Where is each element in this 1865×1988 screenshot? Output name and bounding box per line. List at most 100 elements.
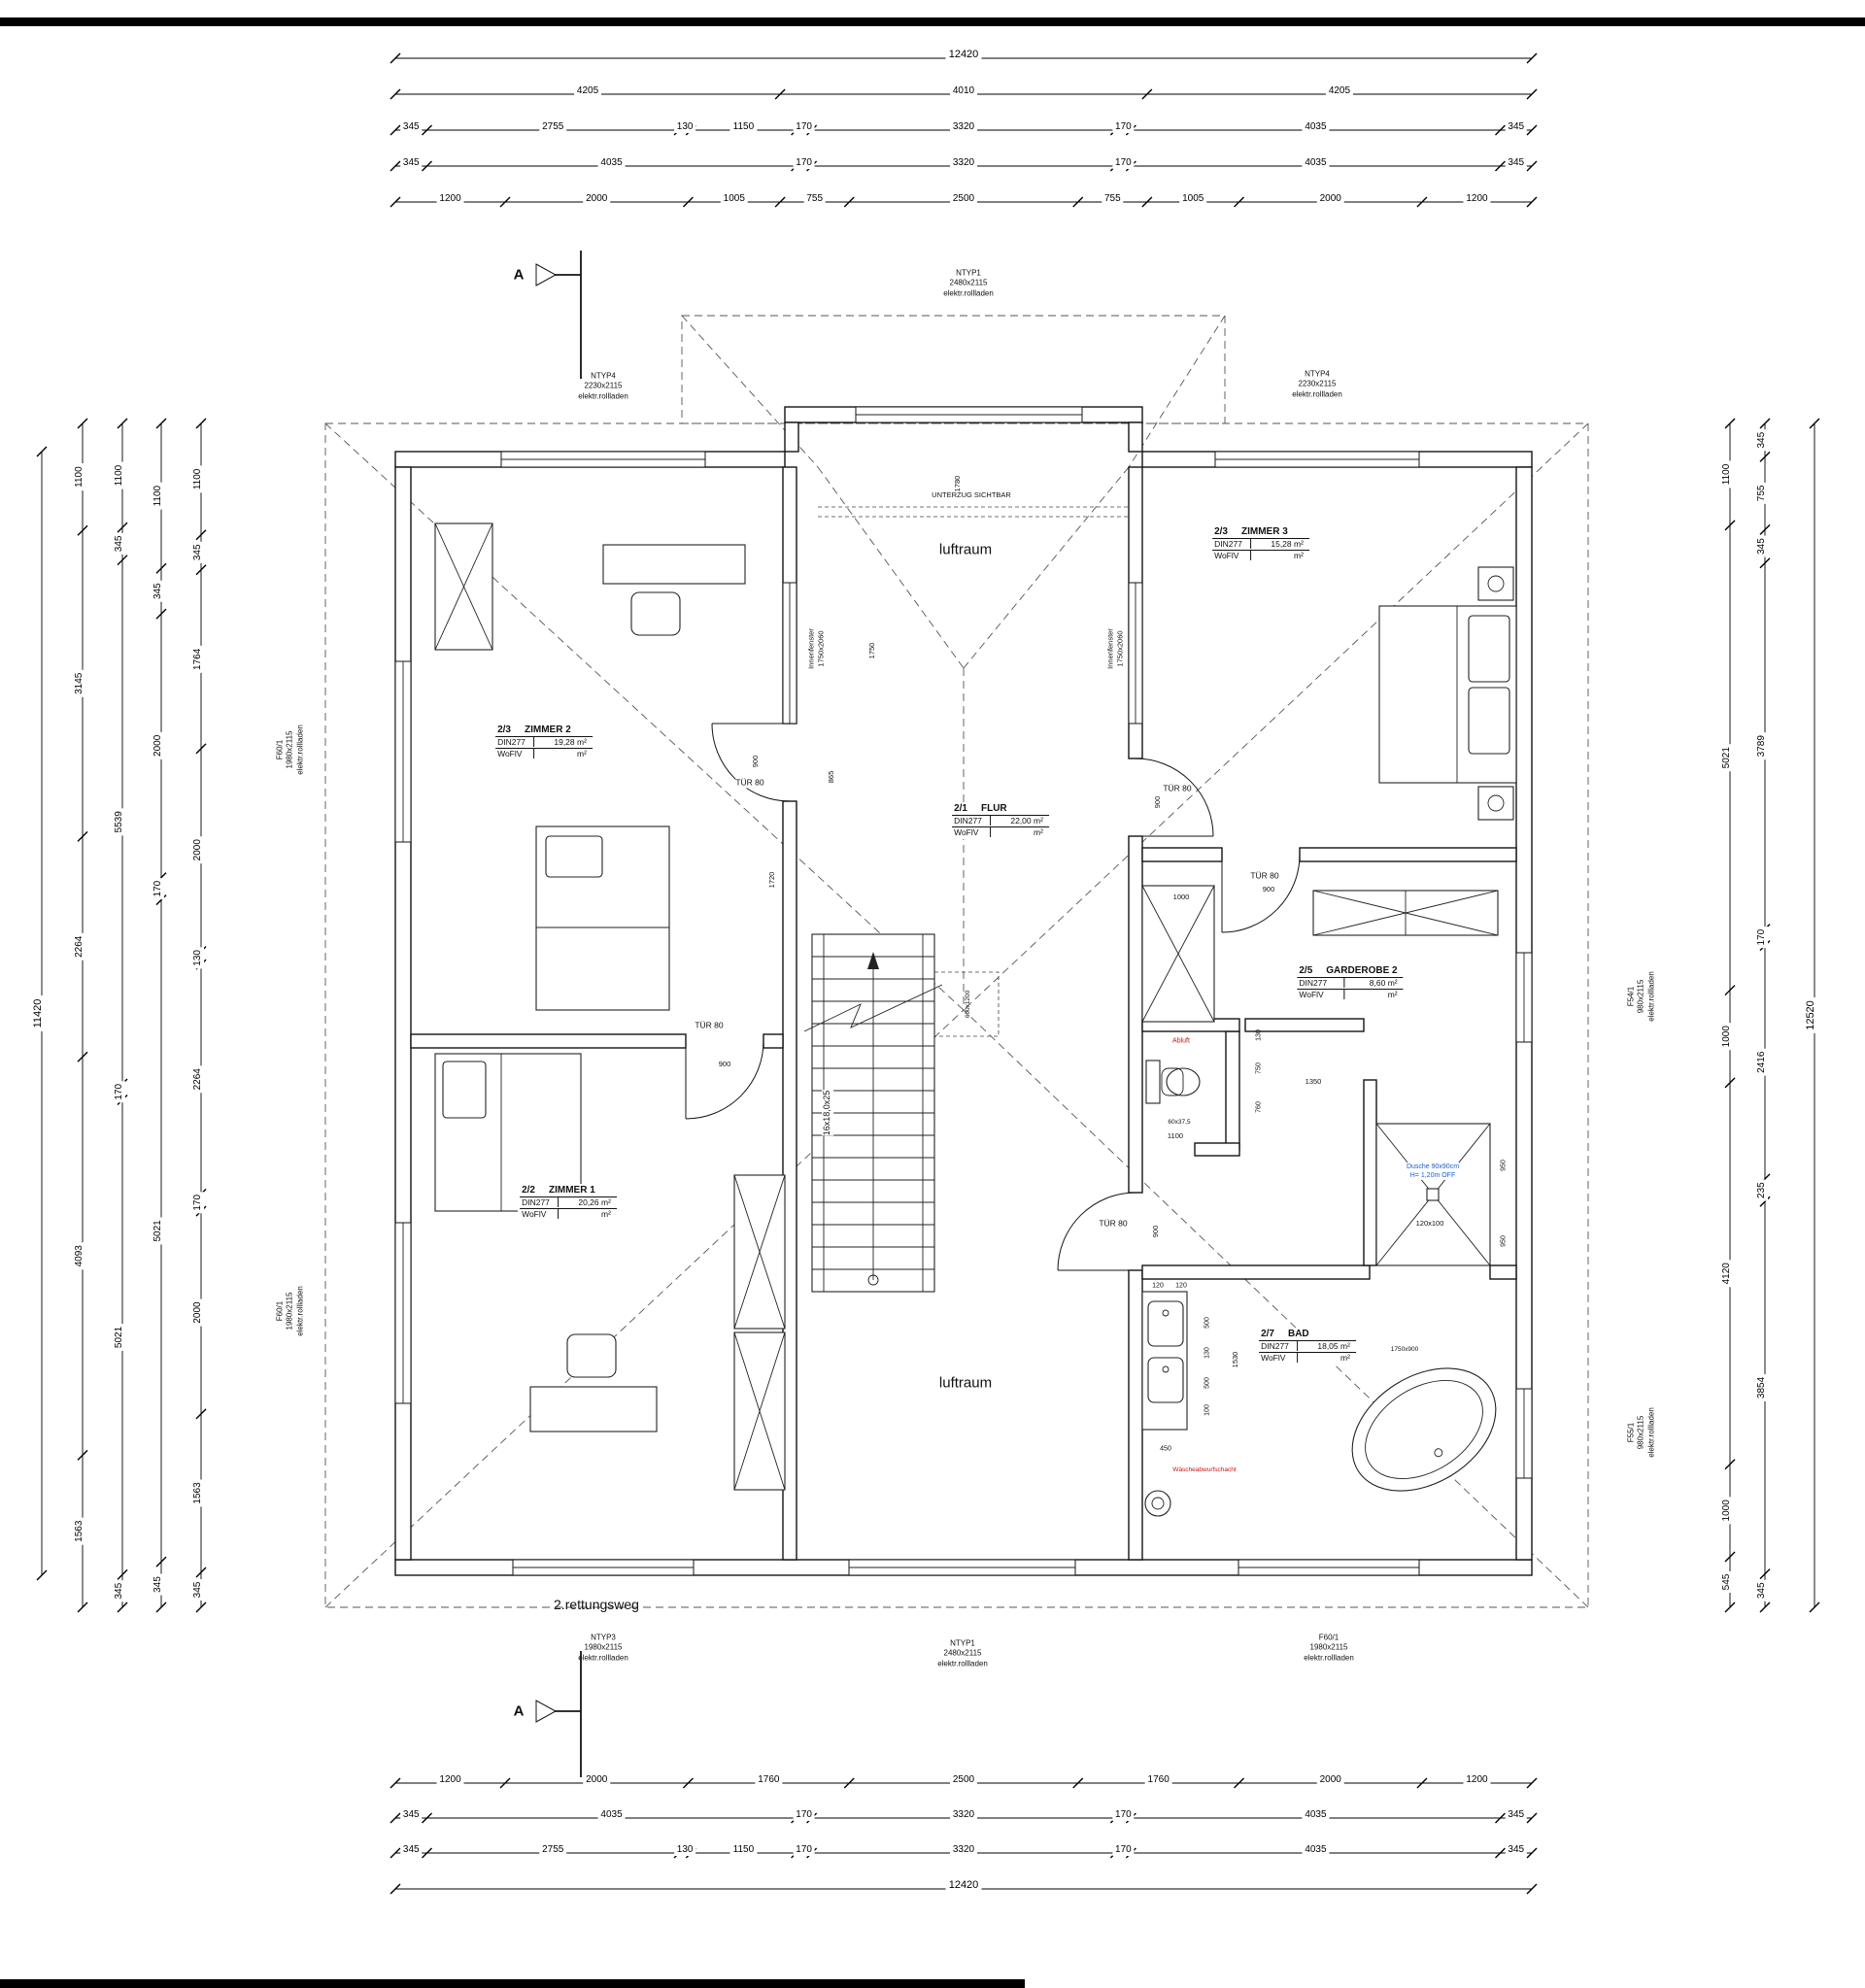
svg-text:1563: 1563 bbox=[192, 1482, 203, 1504]
svg-text:345: 345 bbox=[1508, 1844, 1524, 1855]
svg-text:4035: 4035 bbox=[600, 157, 623, 168]
wall-garderobe-a bbox=[1141, 847, 1223, 862]
svg-text:4035: 4035 bbox=[1305, 157, 1327, 168]
svg-text:170: 170 bbox=[796, 121, 812, 132]
fixtures bbox=[1141, 1060, 1497, 1517]
windows bbox=[394, 406, 1533, 1576]
svg-text:345: 345 bbox=[1756, 1582, 1767, 1599]
svg-text:4035: 4035 bbox=[600, 1809, 623, 1820]
ceiling-flap bbox=[933, 971, 1000, 1037]
svg-text:4010: 4010 bbox=[953, 85, 975, 96]
desk-zimmer2 bbox=[602, 544, 746, 636]
svg-text:2264: 2264 bbox=[74, 935, 85, 958]
svg-text:1150: 1150 bbox=[733, 121, 755, 132]
svg-text:3320: 3320 bbox=[953, 157, 975, 168]
svg-text:1200: 1200 bbox=[439, 193, 461, 204]
wall-interior-right-c bbox=[1128, 1269, 1143, 1561]
svg-text:345: 345 bbox=[1508, 1809, 1524, 1820]
svg-text:5021: 5021 bbox=[114, 1326, 124, 1348]
svg-text:4035: 4035 bbox=[1305, 1844, 1327, 1855]
toilet-icon bbox=[1145, 1060, 1201, 1104]
stairs-break-line bbox=[803, 984, 943, 1032]
wall-zimmer1-2-a bbox=[410, 1033, 687, 1049]
svg-text:2500: 2500 bbox=[953, 193, 975, 204]
svg-text:170: 170 bbox=[796, 157, 812, 168]
svg-text:345: 345 bbox=[1508, 157, 1524, 168]
door-arc-bad bbox=[1057, 1192, 1136, 1271]
wall-bad-b bbox=[1489, 1264, 1517, 1280]
svg-text:170: 170 bbox=[796, 1844, 812, 1855]
svg-text:2000: 2000 bbox=[1320, 1774, 1342, 1785]
svg-text:12420: 12420 bbox=[949, 49, 979, 60]
svg-text:130: 130 bbox=[677, 1844, 694, 1855]
svg-text:345: 345 bbox=[153, 1576, 163, 1593]
dim-chain-top-2: 4205 4010 4205 bbox=[390, 85, 1538, 100]
svg-text:345: 345 bbox=[1756, 538, 1767, 555]
svg-text:3789: 3789 bbox=[1756, 735, 1767, 758]
svg-text:2416: 2416 bbox=[1756, 1051, 1767, 1073]
svg-text:1563: 1563 bbox=[74, 1520, 85, 1542]
svg-text:3320: 3320 bbox=[953, 121, 975, 132]
wall-wc-bottom bbox=[1194, 1142, 1240, 1157]
svg-text:170: 170 bbox=[192, 1195, 203, 1211]
svg-text:1005: 1005 bbox=[724, 193, 746, 204]
svg-text:755: 755 bbox=[1756, 485, 1767, 501]
bed-zimmer2 bbox=[535, 826, 670, 1011]
dim-chain-left-total: 11420 bbox=[32, 446, 48, 1581]
chair-zimmer2 bbox=[630, 591, 681, 636]
svg-text:345: 345 bbox=[403, 121, 420, 132]
dim-chain-right-total: 12520 bbox=[1805, 418, 1820, 1613]
bathtub-icon bbox=[1351, 1367, 1497, 1492]
svg-text:4205: 4205 bbox=[577, 85, 599, 96]
svg-text:3320: 3320 bbox=[953, 1809, 975, 1820]
svg-text:2000: 2000 bbox=[1320, 193, 1342, 204]
svg-text:170: 170 bbox=[153, 880, 163, 896]
svg-text:170: 170 bbox=[1115, 1844, 1132, 1855]
door-arc-garderobe bbox=[1221, 854, 1301, 933]
svg-text:5539: 5539 bbox=[114, 811, 124, 833]
svg-text:4093: 4093 bbox=[74, 1245, 85, 1267]
svg-text:3854: 3854 bbox=[1756, 1376, 1767, 1398]
bed-zimmer1 bbox=[434, 1053, 582, 1212]
svg-text:345: 345 bbox=[403, 157, 420, 168]
svg-text:12520: 12520 bbox=[1805, 1000, 1816, 1030]
svg-text:2000: 2000 bbox=[586, 193, 608, 204]
section-arrow-bottom bbox=[535, 1700, 558, 1723]
svg-text:1100: 1100 bbox=[114, 464, 124, 486]
svg-text:345: 345 bbox=[114, 1582, 124, 1599]
laundry-chute-icon bbox=[1144, 1490, 1171, 1517]
svg-text:170: 170 bbox=[1115, 157, 1132, 168]
svg-text:1200: 1200 bbox=[1466, 1774, 1488, 1785]
wardrobe-garderobe-1 bbox=[1312, 890, 1499, 936]
svg-text:1760: 1760 bbox=[1148, 1774, 1170, 1785]
svg-text:1200: 1200 bbox=[439, 1774, 461, 1785]
svg-text:345: 345 bbox=[153, 583, 163, 599]
wardrobe-zimmer2 bbox=[434, 522, 493, 651]
nightstand-2 bbox=[1477, 786, 1514, 821]
svg-text:170: 170 bbox=[1115, 121, 1132, 132]
dim-chain-top-4: 345 4035 170 3320 170 4035 345 bbox=[390, 157, 1538, 172]
svg-text:1100: 1100 bbox=[1721, 463, 1732, 485]
roof-outline bbox=[324, 315, 1589, 1608]
section-arrow-top bbox=[535, 263, 558, 286]
svg-text:5021: 5021 bbox=[153, 1220, 163, 1242]
svg-text:170: 170 bbox=[114, 1083, 124, 1099]
svg-text:4035: 4035 bbox=[1305, 121, 1327, 132]
svg-text:5021: 5021 bbox=[1721, 747, 1732, 769]
svg-text:4205: 4205 bbox=[1329, 85, 1351, 96]
wardrobe-zimmer1 bbox=[733, 1174, 786, 1491]
svg-text:2000: 2000 bbox=[586, 1774, 608, 1785]
svg-text:755: 755 bbox=[806, 193, 823, 204]
svg-text:1000: 1000 bbox=[1721, 1499, 1732, 1522]
doors bbox=[685, 723, 1301, 1271]
svg-text:4120: 4120 bbox=[1721, 1263, 1732, 1285]
wardrobe-garderobe-2 bbox=[1141, 885, 1215, 1023]
